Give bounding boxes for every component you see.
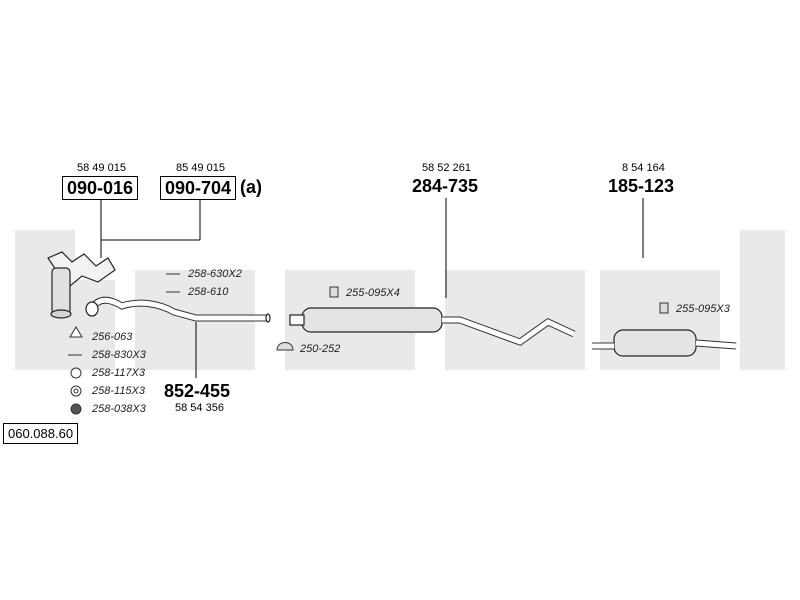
diagram-code: 060.088.60 — [3, 423, 79, 444]
part-suffix: (a) — [240, 177, 262, 197]
gasket-icon — [69, 326, 83, 338]
part-number-box: 090-016 — [62, 176, 139, 200]
fitting-label: 258-610 — [188, 286, 229, 298]
clamp-icon — [329, 286, 339, 298]
centre-muffler-part — [289, 307, 576, 346]
washer-icon — [70, 367, 82, 379]
hardware-label: 258-830X3 — [92, 349, 146, 361]
fitting-label: 258-630X2 — [188, 268, 242, 280]
part-number: 185-123 — [608, 176, 675, 196]
part-number-box: 090-704 — [160, 176, 237, 200]
fitting-label: 255-095X3 — [676, 303, 730, 315]
part-number: 852-455 — [164, 381, 231, 401]
front-pipe-part — [85, 296, 271, 323]
ref-number: 85 49 015 — [176, 162, 225, 174]
fitting-label: 255-095X4 — [346, 287, 400, 299]
ref-number: 58 52 261 — [422, 162, 471, 174]
nut-icon — [70, 403, 82, 415]
part-number: 284-735 — [412, 176, 479, 196]
ref-number: 8 54 164 — [622, 162, 665, 174]
hardware-label: 258-038X3 — [92, 403, 146, 415]
ref-number: 58 49 015 — [77, 162, 126, 174]
hanger-icon — [276, 342, 294, 351]
rear-muffler-part — [592, 329, 737, 357]
hardware-label: 256-063 — [92, 331, 133, 343]
ref-number: 58 54 356 — [175, 402, 224, 414]
hardware-label: 258-115X3 — [92, 385, 146, 397]
fitting-label: 250-252 — [300, 343, 341, 355]
hardware-label: 258-117X3 — [92, 367, 146, 379]
manifold-part — [47, 251, 116, 319]
clamp-icon — [659, 302, 669, 314]
